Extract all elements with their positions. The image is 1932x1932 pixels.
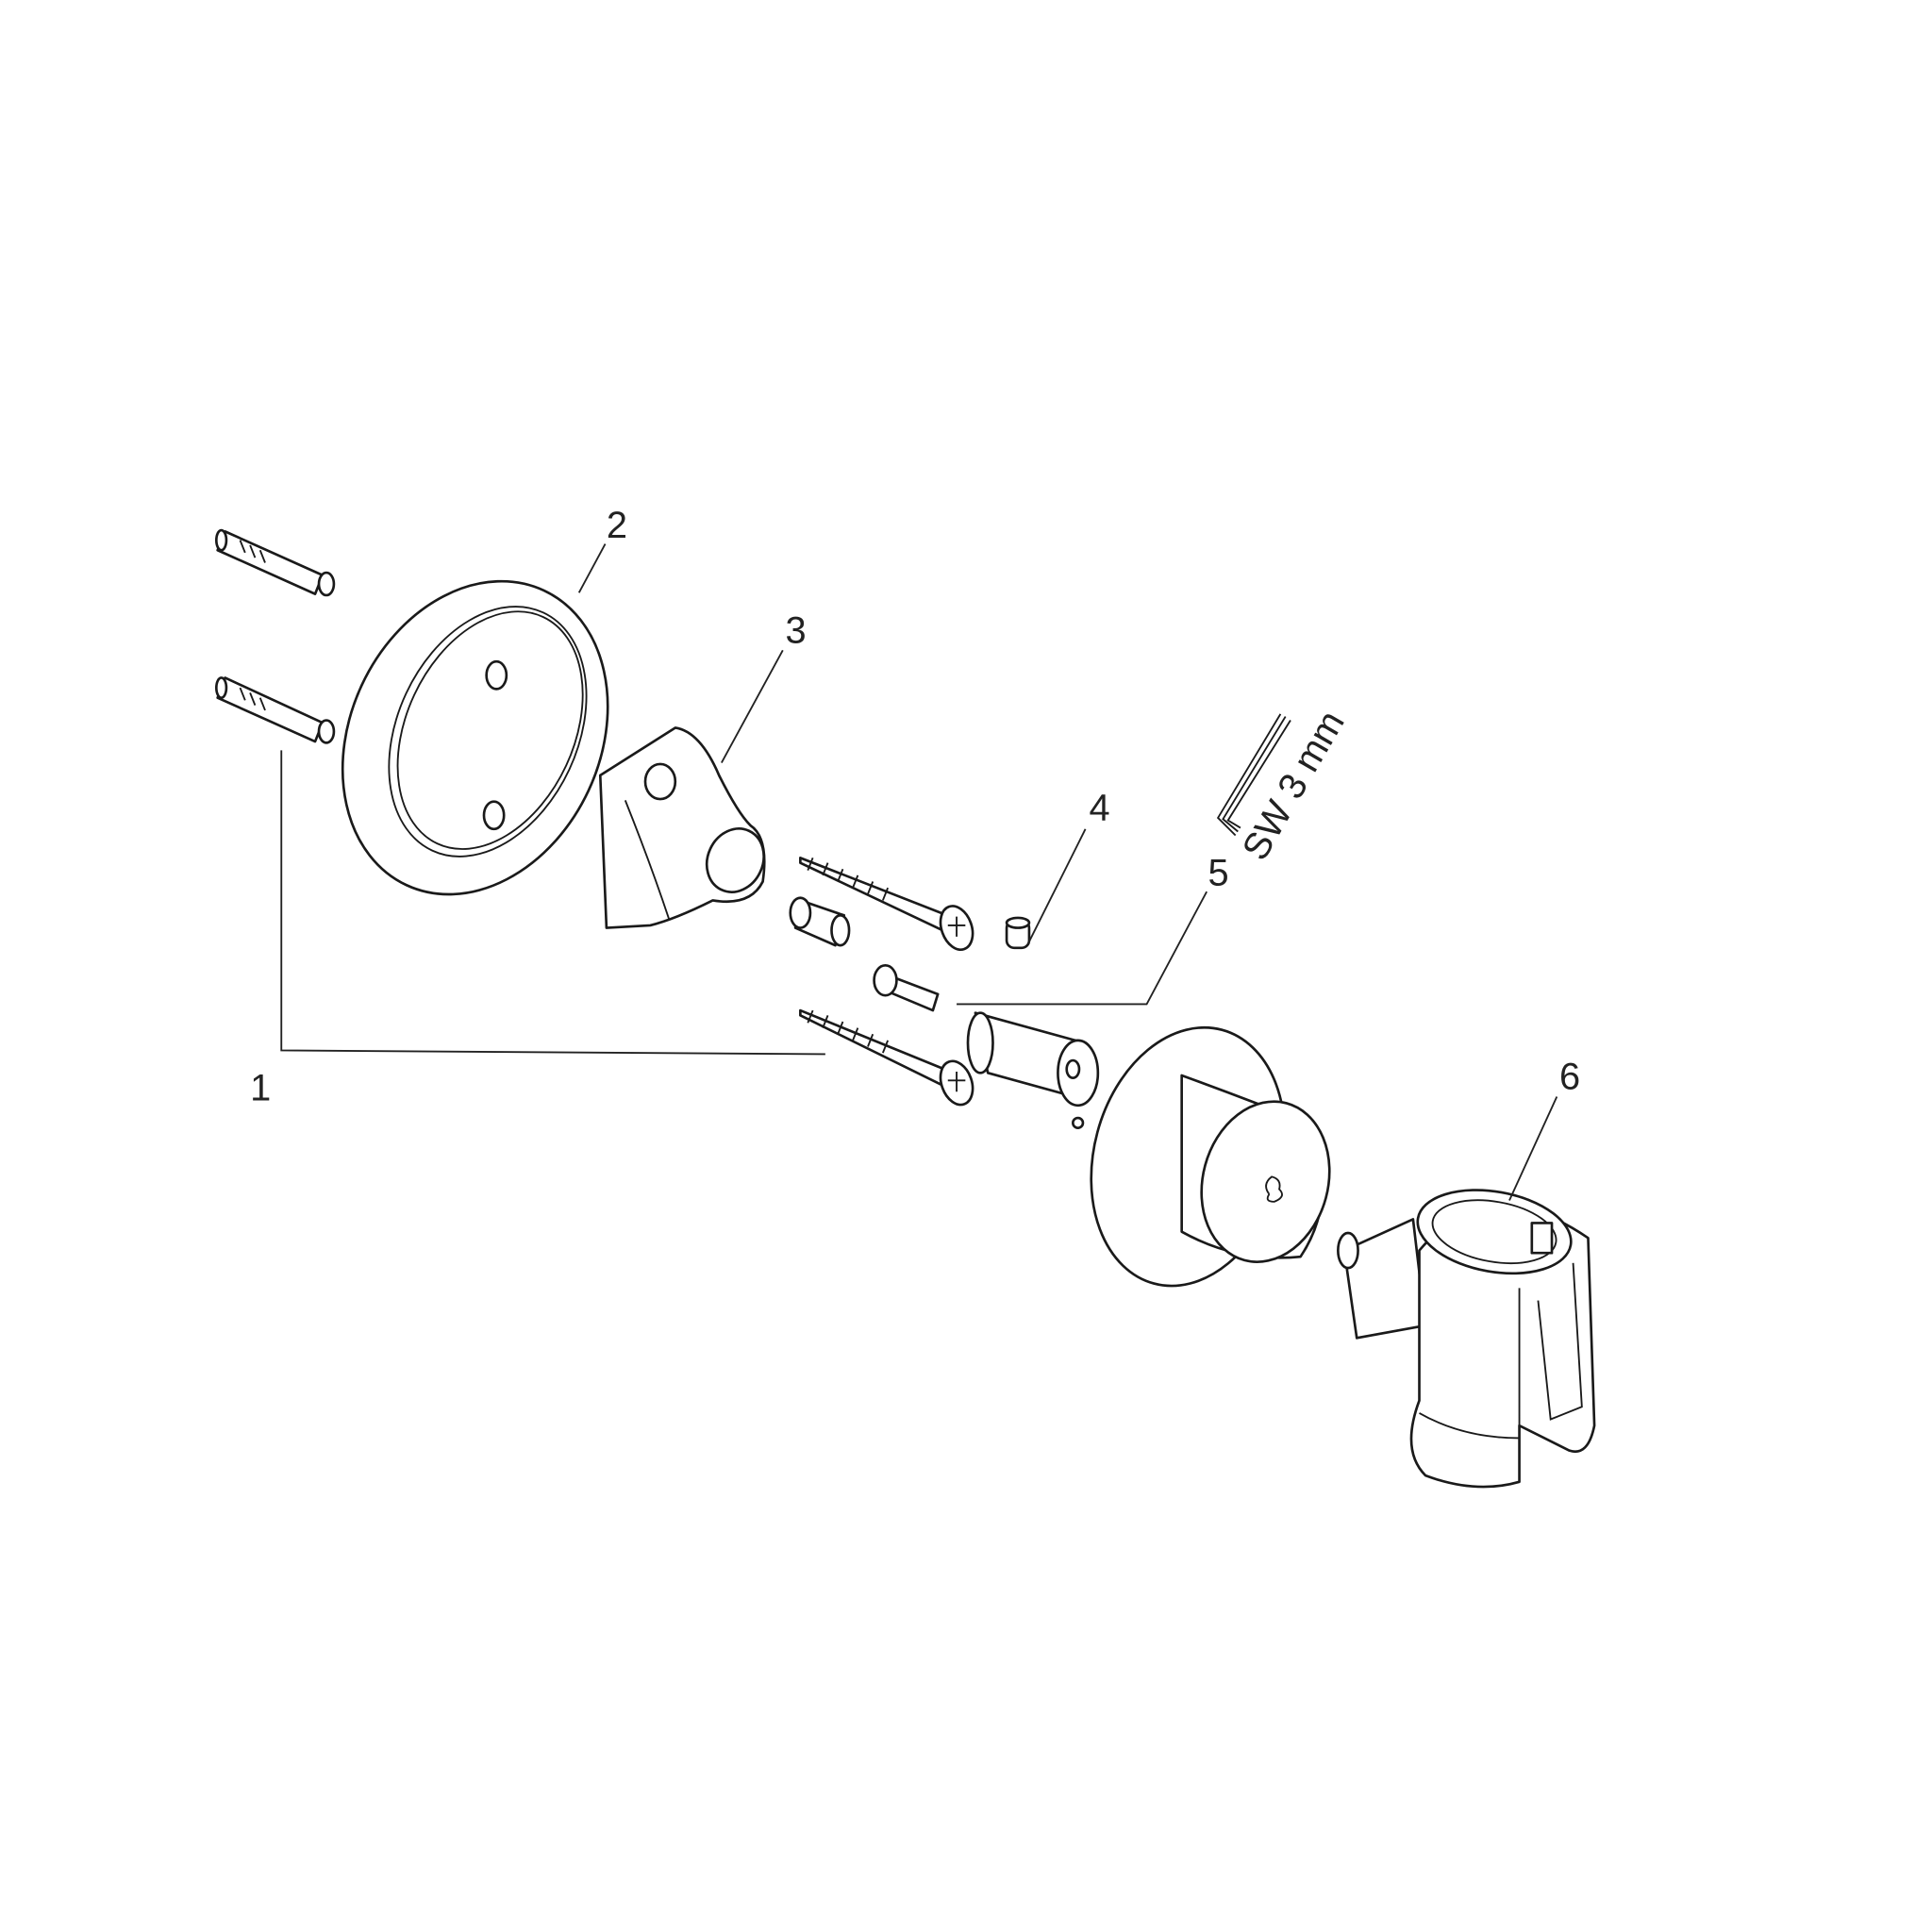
tool-annotation: SW 3 mm [1235,704,1353,867]
bushing [789,896,851,947]
screw-lower [799,1008,974,1107]
hex-key-icon [1216,713,1291,837]
connector-cylinder [966,1011,1100,1129]
leader-lines [280,543,1558,1201]
callout-6: 6 [1559,1057,1580,1098]
wall-plug-lower [214,676,336,744]
screw-upper [799,857,974,951]
wall-rosette [341,579,609,896]
grub-screw [1005,916,1031,950]
wall-plug-upper [214,528,336,597]
shower-holder [1337,1189,1596,1489]
callout-5: 5 [1208,853,1228,894]
hex-bolt [873,964,940,1012]
callout-3: 3 [785,609,806,651]
wall-bracket [598,726,766,929]
callout-4: 4 [1090,788,1110,829]
holder-base [1090,1025,1331,1288]
callout-1: 1 [250,1067,271,1108]
callout-2: 2 [607,505,627,546]
